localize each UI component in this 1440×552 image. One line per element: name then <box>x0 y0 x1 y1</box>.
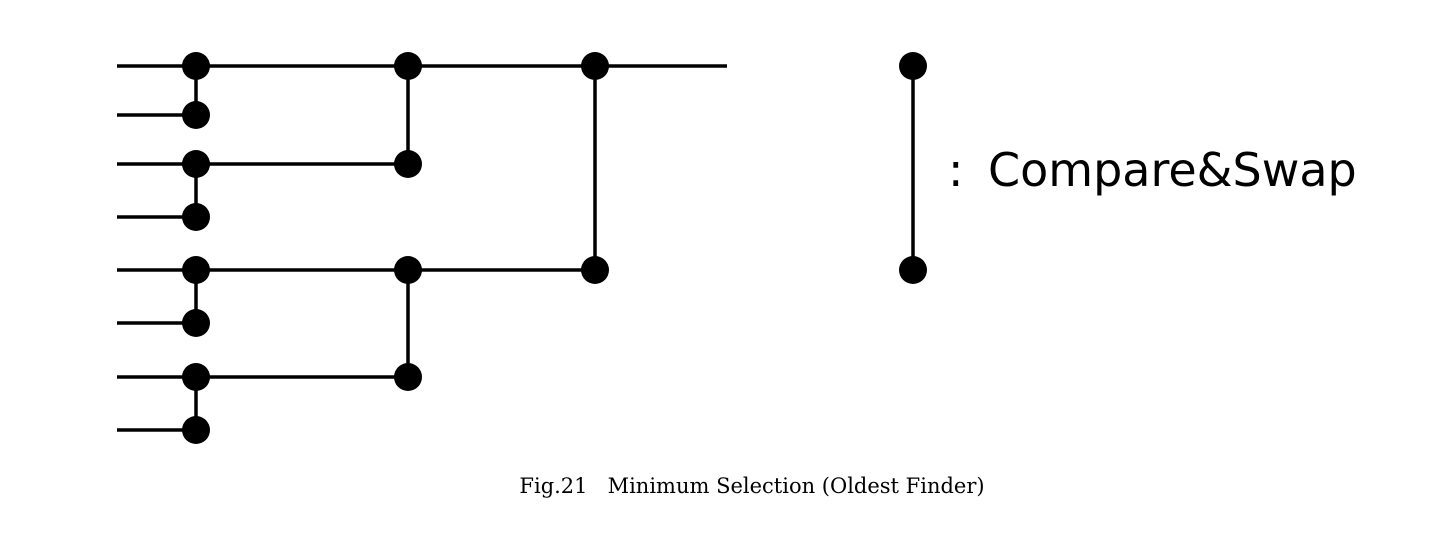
compare-swap-node <box>182 309 210 337</box>
compare-swap-node <box>182 256 210 284</box>
figure-title: Minimum Selection (Oldest Finder) <box>607 474 985 498</box>
legend: : Compare&Swap <box>899 52 1357 284</box>
compare-swap-node <box>581 52 609 80</box>
compare-swap-node <box>182 363 210 391</box>
compare-swap-node <box>394 150 422 178</box>
compare-swap-node <box>182 150 210 178</box>
legend-top-node <box>899 52 927 80</box>
legend-separator: : <box>948 143 964 197</box>
compare-swap-node <box>394 256 422 284</box>
compare-swap-node <box>394 363 422 391</box>
compare-swap-node <box>394 52 422 80</box>
compare-swap-3 <box>182 256 210 337</box>
legend-bottom-node <box>899 256 927 284</box>
compare-swap-units <box>182 52 609 444</box>
compare-swap-node <box>182 52 210 80</box>
legend-label: Compare&Swap <box>988 143 1357 197</box>
compare-swap-7 <box>581 52 609 284</box>
compare-swap-node <box>182 416 210 444</box>
compare-swap-2 <box>182 150 210 231</box>
compare-swap-node <box>182 203 210 231</box>
figure-number: Fig.21 <box>519 474 588 498</box>
compare-swap-5 <box>394 52 422 178</box>
compare-swap-4 <box>182 363 210 444</box>
compare-swap-1 <box>182 52 210 129</box>
compare-swap-6 <box>394 256 422 391</box>
compare-swap-node <box>182 101 210 129</box>
compare-swap-node <box>581 256 609 284</box>
figure-caption: Fig.21 Minimum Selection (Oldest Finder) <box>0 474 1440 498</box>
